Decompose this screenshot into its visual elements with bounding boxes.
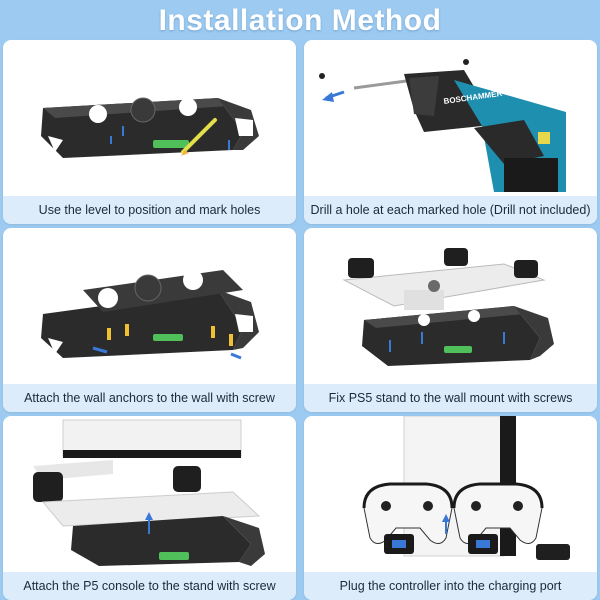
step-card-3: Attach the wall anchors to the wall with… [3, 228, 296, 412]
step-card-2: BOSCHAMMER Drill a hole at each marked h… [304, 40, 597, 224]
wall-anchor [211, 326, 215, 338]
step-card-6: Plug the controller into the charging po… [304, 416, 597, 600]
ps5-stand-plate [342, 263, 546, 307]
drill-illustration: BOSCHAMMER [319, 59, 566, 192]
spirit-level [153, 140, 189, 148]
step-caption-3: Attach the wall anchors to the wall with… [3, 384, 296, 412]
drill-bit [353, 78, 415, 90]
controller-charging-illustration [362, 416, 570, 560]
step-card-1: Use the level to position and mark holes [3, 40, 296, 224]
pencil [181, 118, 217, 154]
step-caption-6: Plug the controller into the charging po… [304, 572, 597, 600]
step-caption-2: Drill a hole at each marked hole (Drill … [304, 196, 597, 224]
console-attach-illustration [33, 419, 265, 566]
bracket-level-illustration [41, 97, 259, 158]
step-card-5: Attach the P5 console to the stand with … [3, 416, 296, 600]
step-caption-4: Fix PS5 stand to the wall mount with scr… [304, 384, 597, 412]
step-caption-1: Use the level to position and mark holes [3, 196, 296, 224]
step-caption-5: Attach the P5 console to the stand with … [3, 572, 296, 600]
step-card-4: Fix PS5 stand to the wall mount with scr… [304, 228, 597, 412]
page-title: Installation Method [158, 4, 442, 37]
wall-anchor-illustration [41, 270, 259, 360]
wall-anchor [107, 328, 111, 340]
wall-anchor [229, 334, 233, 346]
steps-grid: Use the level to position and mark holes… [3, 40, 597, 600]
stand-mount-illustration [342, 248, 554, 366]
wall-anchor [125, 324, 129, 336]
